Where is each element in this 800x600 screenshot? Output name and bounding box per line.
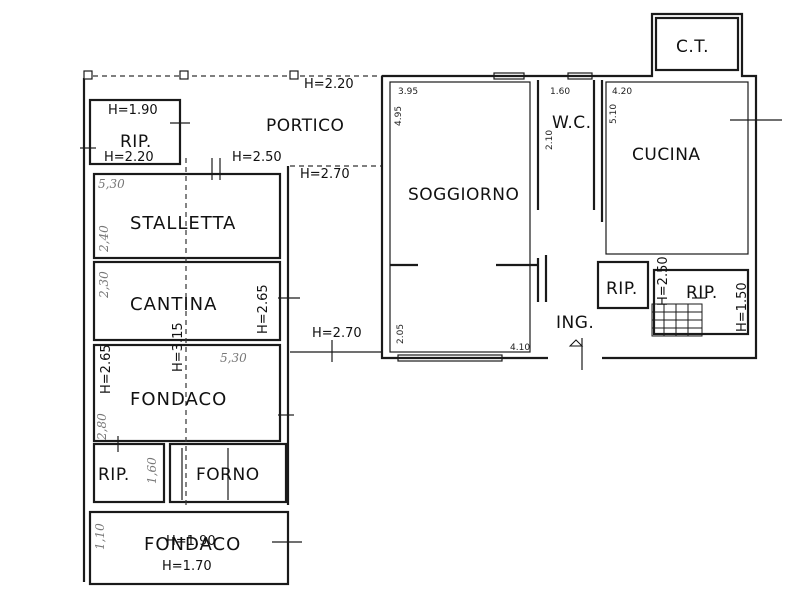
stalletta-room bbox=[92, 172, 282, 260]
dim-wc-side: 2.10 bbox=[545, 130, 555, 150]
passage bbox=[290, 340, 382, 362]
label-rip-right-2: RIP. bbox=[686, 283, 718, 303]
dim-cucina-top: 4.20 bbox=[612, 87, 632, 97]
height-corridor: H=2.50 bbox=[232, 150, 282, 165]
label-stalletta: STALLETTA bbox=[130, 213, 236, 234]
cantina-room bbox=[92, 260, 282, 342]
dim-soggiorno-bottom-right: 4.10 bbox=[510, 343, 530, 353]
label-fondaco-bottom: FONDACO bbox=[144, 534, 241, 555]
height-rip-right-2: H=1.50 bbox=[735, 282, 750, 332]
hand-stalletta-width: 5,30 bbox=[98, 177, 125, 191]
height-portico-top: H=2.20 bbox=[304, 77, 354, 92]
label-rip-top-left: RIP. bbox=[120, 132, 152, 152]
dim-soggiorno-bottom-left: 2.05 bbox=[396, 324, 406, 344]
label-soggiorno: SOGGIORNO bbox=[408, 185, 519, 205]
height-rip-top: H=1.90 bbox=[108, 103, 158, 118]
height-portico-lower: H=2.70 bbox=[300, 167, 350, 182]
ct-room bbox=[654, 16, 740, 72]
dim-wc-top: 1.60 bbox=[550, 87, 570, 97]
dim-soggiorno-side: 4.95 bbox=[394, 106, 404, 126]
label-portico: PORTICO bbox=[266, 116, 344, 136]
dim-soggiorno-top: 3.95 bbox=[398, 87, 418, 97]
label-ct: C.T. bbox=[676, 37, 709, 57]
label-fondaco-mid: FONDACO bbox=[130, 389, 227, 410]
fondaco-mid-room bbox=[92, 343, 282, 443]
label-cucina: CUCINA bbox=[632, 145, 701, 165]
height-cantina: H=2.65 bbox=[256, 284, 271, 334]
window-soggiorno bbox=[493, 72, 525, 80]
height-fondaco-left: H=2.65 bbox=[99, 344, 114, 394]
height-fondaco-bottom-top: H=1.90 bbox=[166, 534, 216, 549]
window-soggiorno-bottom bbox=[397, 354, 503, 362]
rip-right-2-room bbox=[652, 268, 750, 336]
hand-fondaco-width: 5,30 bbox=[220, 351, 247, 365]
right-building-walls bbox=[380, 12, 758, 370]
height-fondaco-bottom-low: H=1.70 bbox=[162, 559, 212, 574]
hand-fondaco-depth: 2,80 bbox=[95, 413, 109, 441]
height-fondaco-vertical: H=3.15 bbox=[171, 322, 186, 372]
hand-cantina-depth: 2,30 bbox=[97, 271, 111, 299]
hand-stalletta-depth: 2,40 bbox=[97, 225, 111, 253]
label-cantina: CANTINA bbox=[130, 294, 217, 315]
dim-cucina-side: 5.10 bbox=[609, 104, 619, 124]
portico-area bbox=[83, 70, 382, 180]
left-building-walls bbox=[82, 78, 290, 586]
rip-right-1-room bbox=[596, 260, 650, 310]
height-rip-right-1: H=2.50 bbox=[656, 256, 671, 306]
height-rip-bottom: H=2.20 bbox=[104, 150, 154, 165]
fondaco-bottom-room bbox=[88, 510, 290, 586]
label-rip-bottom-left: RIP. bbox=[98, 465, 130, 485]
label-ingresso: ING. bbox=[556, 313, 594, 333]
height-passage: H=2.70 bbox=[312, 326, 362, 341]
hand-fondaco-bottom-depth: 1,10 bbox=[93, 523, 107, 550]
hand-rip-depth: 1,60 bbox=[145, 457, 159, 484]
cross-marks bbox=[80, 113, 782, 543]
window-wc bbox=[567, 72, 593, 80]
rip-bottom-left-room bbox=[92, 442, 166, 504]
label-forno: FORNO bbox=[196, 465, 260, 485]
label-wc: W.C. bbox=[552, 113, 592, 133]
label-rip-right-1: RIP. bbox=[606, 279, 638, 299]
cucina-room bbox=[605, 81, 749, 255]
forno-room bbox=[168, 442, 288, 504]
staircase bbox=[651, 303, 703, 337]
